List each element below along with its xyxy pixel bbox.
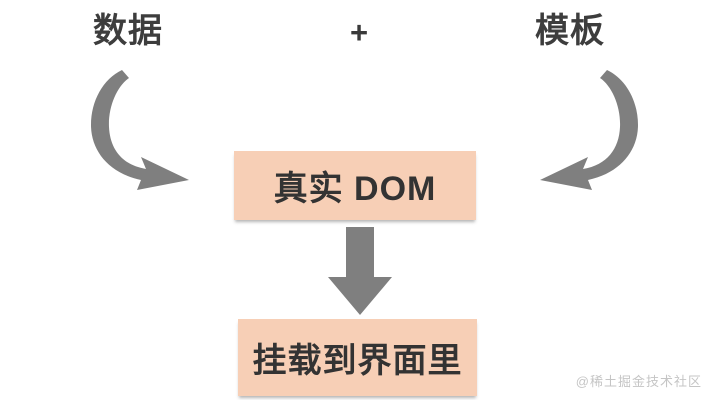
plus-operator: + — [349, 15, 369, 50]
curved-arrow-right-icon — [540, 70, 638, 190]
label-template: 模板 — [535, 12, 605, 50]
down-arrow-icon — [328, 227, 392, 315]
real-dom-label: 真实 DOM — [273, 170, 437, 208]
mount-box: 挂载到界面里 — [238, 319, 477, 396]
label-data: 数据 — [93, 12, 163, 50]
mount-label: 挂载到界面里 — [252, 342, 463, 380]
curved-arrow-left-icon — [91, 70, 189, 190]
watermark: @稀土掘金技术社区 — [575, 374, 702, 389]
real-dom-box: 真实 DOM — [234, 151, 476, 220]
